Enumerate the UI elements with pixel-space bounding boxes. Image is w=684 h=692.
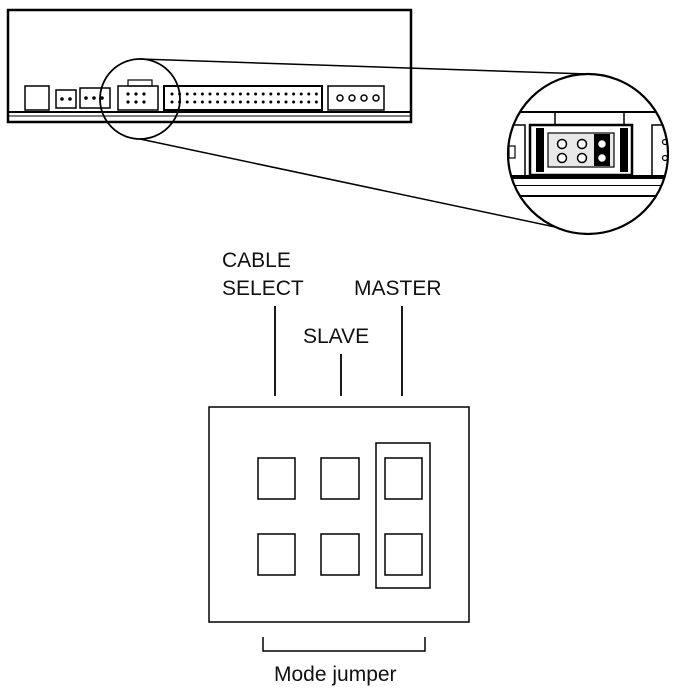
slave-pin-top bbox=[320, 457, 360, 500]
ide-pin bbox=[170, 92, 174, 96]
ide-pin bbox=[238, 100, 242, 104]
ide-pin bbox=[307, 100, 311, 104]
cable-select-pin-top bbox=[257, 457, 296, 500]
ide-pin bbox=[307, 92, 311, 96]
ide-pin bbox=[299, 92, 303, 96]
master-pin-bottom bbox=[384, 533, 423, 576]
ide-pin bbox=[238, 92, 242, 96]
cable-select-label-line1: CABLE bbox=[222, 249, 291, 272]
magnified-view bbox=[506, 72, 670, 236]
ide-pin bbox=[276, 100, 280, 104]
ide-pin bbox=[223, 100, 227, 104]
ide-pin bbox=[200, 100, 204, 104]
ide-pin bbox=[200, 92, 204, 96]
ide-pin bbox=[269, 100, 273, 104]
zoom-line-top bbox=[139, 58, 589, 75]
ide-pin bbox=[284, 100, 288, 104]
ide-pin bbox=[223, 92, 227, 96]
ide-pin bbox=[185, 100, 189, 104]
ide-pin bbox=[170, 100, 174, 104]
ide-pin bbox=[299, 100, 303, 104]
master-pin-top bbox=[384, 457, 423, 500]
ide-pin bbox=[208, 92, 212, 96]
ide-pin bbox=[231, 92, 235, 96]
ide-pin bbox=[261, 92, 265, 96]
zoom-line-bottom bbox=[139, 138, 589, 235]
ide-pin bbox=[292, 100, 296, 104]
ide-pin bbox=[314, 100, 318, 104]
slave-pin-bottom bbox=[320, 533, 360, 576]
ide-pin bbox=[261, 100, 265, 104]
ide-pin bbox=[216, 100, 220, 104]
ide-pin bbox=[292, 92, 296, 96]
power-connector-pins bbox=[336, 94, 380, 102]
slave-label: SLAVE bbox=[303, 325, 370, 348]
ide-pin bbox=[269, 92, 273, 96]
ide-pin bbox=[246, 100, 250, 104]
ide-pin bbox=[246, 92, 250, 96]
jumper-pins bbox=[257, 442, 431, 589]
ide-pin bbox=[254, 92, 258, 96]
drive-connector-pins bbox=[60, 92, 318, 104]
ide-pin bbox=[216, 92, 220, 96]
ide-pin bbox=[231, 100, 235, 104]
ide-pin bbox=[254, 100, 258, 104]
ide-pin bbox=[276, 92, 280, 96]
master-label: MASTER bbox=[354, 277, 442, 300]
label-leader-lines bbox=[274, 306, 403, 396]
cable-select-label-line2: SELECT bbox=[222, 277, 304, 300]
ide-pin bbox=[284, 92, 288, 96]
mode-jumper-label: Mode jumper bbox=[274, 663, 397, 686]
cable-select-pin-bottom bbox=[257, 533, 296, 576]
ide-pin bbox=[193, 92, 197, 96]
ide-pin bbox=[314, 92, 318, 96]
ide-pin bbox=[208, 100, 212, 104]
ide-pin bbox=[185, 92, 189, 96]
mode-jumper-bracket bbox=[262, 637, 426, 652]
ide-pin bbox=[193, 100, 197, 104]
